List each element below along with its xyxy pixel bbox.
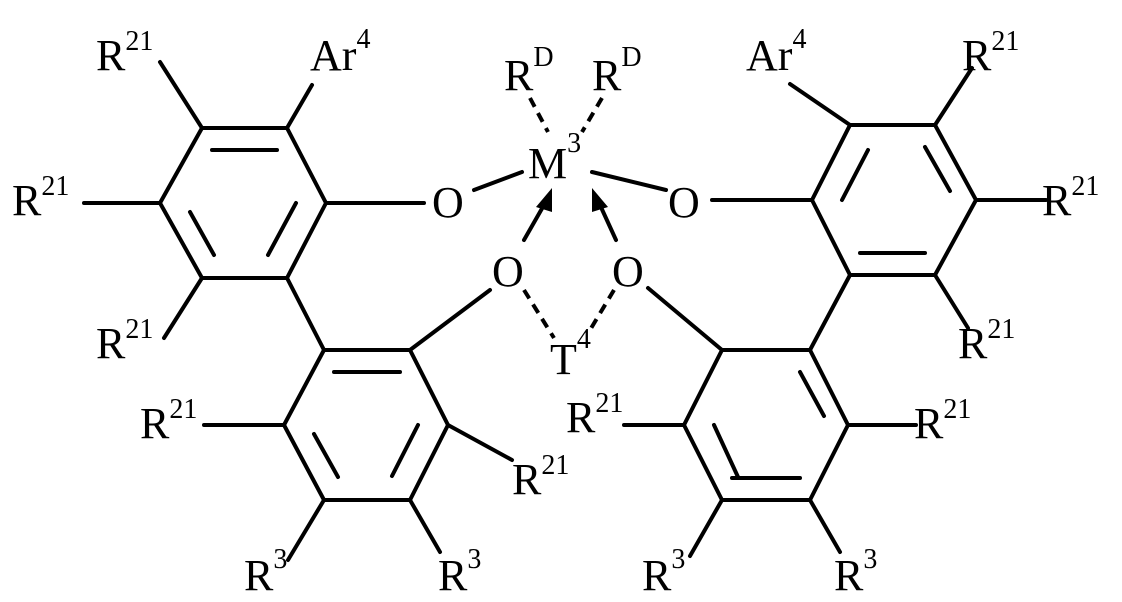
right-upper-ring <box>812 125 976 275</box>
r21-label: R21 <box>512 450 569 504</box>
r3-label: R3 <box>438 544 481 600</box>
r21-label: R21 <box>962 26 1019 80</box>
right-lower-ring <box>684 350 848 500</box>
metal-label: M3 <box>528 128 581 188</box>
dative-arrows <box>524 188 616 240</box>
r3-label: R3 <box>834 544 877 600</box>
ar4-label: Ar4 <box>746 24 806 80</box>
r21-label: R21 <box>1042 171 1099 225</box>
left-upper-ring <box>160 128 326 278</box>
oxygen-label: O <box>492 247 524 296</box>
r3-label: R3 <box>642 544 685 600</box>
r21-label: R21 <box>914 394 971 448</box>
labels: R21 Ar4 R21 R21 O RD RD M3 O O T4 O R21 … <box>12 24 1099 600</box>
r21-label: R21 <box>958 314 1015 368</box>
oxygen-label: O <box>432 178 464 227</box>
bridge-label: T4 <box>550 324 591 384</box>
r21-label: R21 <box>566 388 623 442</box>
oxygen-label: O <box>612 247 644 296</box>
oxygen-label: O <box>668 178 700 227</box>
r21-label: R21 <box>96 26 153 80</box>
r21-label: R21 <box>96 314 153 368</box>
r21-label: R21 <box>12 171 69 225</box>
r3-label: R3 <box>244 544 287 600</box>
rd-label: RD <box>504 42 554 100</box>
left-lower-ring <box>284 350 448 500</box>
rd-label: RD <box>592 42 642 100</box>
ar4-label: Ar4 <box>310 24 370 80</box>
r21-label: R21 <box>140 394 197 448</box>
bonds <box>84 62 1046 560</box>
